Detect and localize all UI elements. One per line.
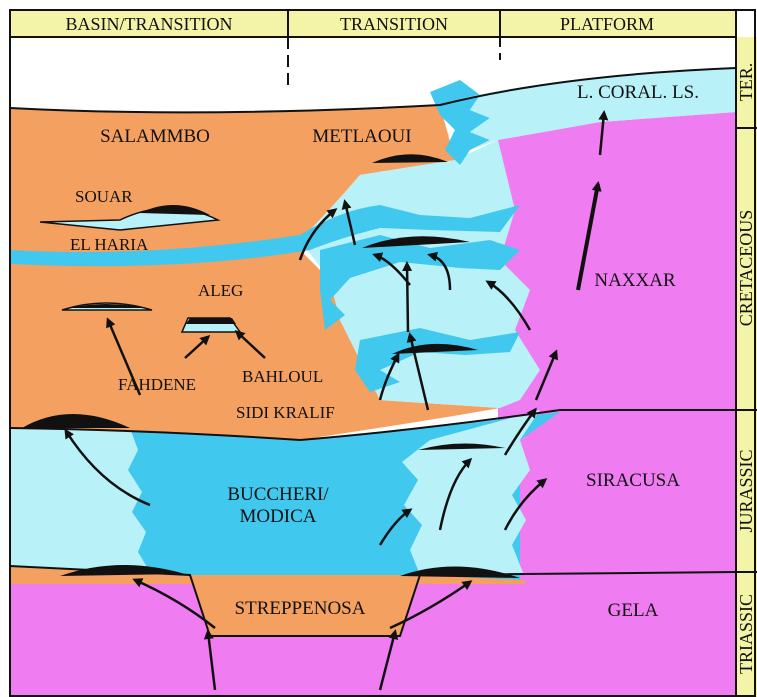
label-salammbo: SALAMMBO [100,126,210,147]
age-tertiary: TER. [736,63,756,102]
label-sidi-kralif: SIDI KRALIF [236,403,335,422]
age-jurassic: JURASSIC [736,449,756,532]
age-cretaceous: CRETACEOUS [736,210,756,327]
label-aleg: ALEG [198,281,243,300]
label-el-haria: EL HARIA [70,235,149,254]
platform-magenta [498,112,736,580]
label-buccheri: BUCCHERI/ [227,484,329,505]
column-basin-transition: BASIN/TRANSITION [65,14,232,34]
label-souar: SOUAR [75,187,133,206]
label-metlaoui: METLAOUI [312,126,411,147]
age-triassic: TRIASSIC [736,594,756,674]
label-siracusa: SIRACUSA [586,470,680,491]
label-modica: MODICA [239,506,316,527]
column-transition: TRANSITION [340,14,448,34]
label-bahloul: BAHLOUL [242,367,323,386]
label-fahdene: FAHDENE [118,375,196,394]
label-naxxar: NAXXAR [594,270,676,291]
label-streppenosa: STREPPENOSA [235,598,366,619]
column-platform: PLATFORM [560,14,654,34]
label-coral: L. CORAL. LS. [577,82,699,103]
label-gela: GELA [608,600,659,621]
